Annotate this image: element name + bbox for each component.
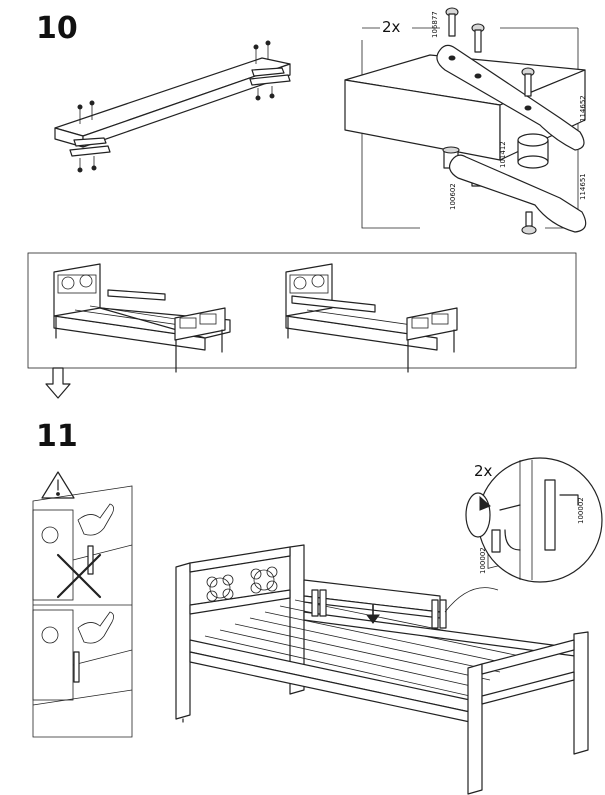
bed-rail-lowered bbox=[285, 263, 458, 373]
part-number-bracket-bottom: 114651 bbox=[579, 173, 587, 200]
qty-label-bottom: 2x bbox=[474, 462, 493, 480]
warning-triangle-icon bbox=[41, 471, 75, 499]
step-number-11: 11 bbox=[36, 419, 78, 454]
bed-main bbox=[175, 541, 589, 795]
cross-out-icon bbox=[56, 553, 102, 599]
part-number-plate: 101412 bbox=[499, 141, 507, 168]
step-number-10: 10 bbox=[36, 11, 78, 46]
part-number-barrel-nut: 100602 bbox=[449, 183, 457, 210]
warning-inset bbox=[32, 485, 133, 738]
part-number-bracket-top: 114652 bbox=[579, 95, 587, 122]
qty-label-top: 2x bbox=[382, 18, 401, 36]
part-number-allen-key-a: 100002 bbox=[479, 547, 487, 574]
part-number-screw: 106877 bbox=[431, 11, 439, 38]
part-number-allen-key-b: 100002 bbox=[577, 497, 585, 524]
allen-key-detail bbox=[465, 457, 603, 583]
bed-rail-raised bbox=[53, 263, 231, 373]
bracket-detail bbox=[344, 7, 587, 235]
hollow-down-arrow-icon bbox=[45, 367, 71, 399]
rail-with-brackets bbox=[54, 40, 291, 173]
bed-comparison-frame bbox=[27, 252, 577, 373]
